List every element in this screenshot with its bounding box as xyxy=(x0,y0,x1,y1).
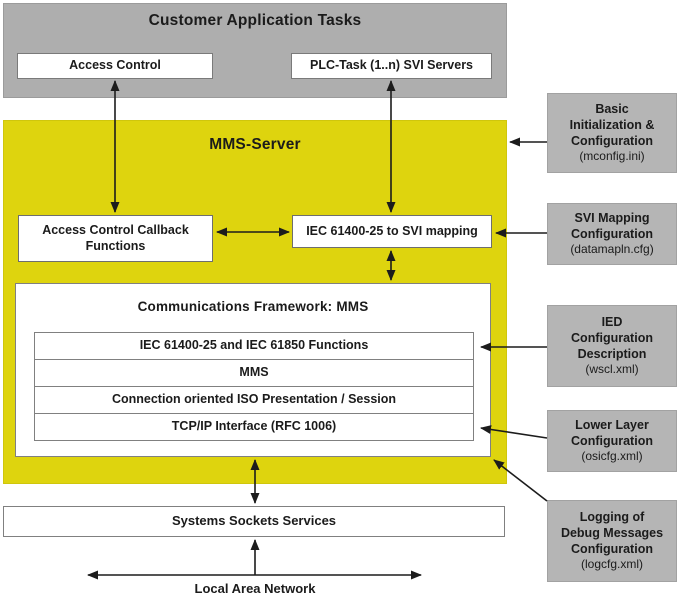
config-label-line: Configuration xyxy=(571,434,653,449)
config-filename: (wscl.xml) xyxy=(585,362,639,377)
config-filename: (osicfg.xml) xyxy=(581,449,643,464)
config-label-line: Description xyxy=(577,347,647,362)
layer-iso-presentation-session: Connection oriented ISO Presentation / S… xyxy=(35,387,473,414)
config-label-line: Lower Layer xyxy=(575,418,649,433)
mms-server-title: MMS-Server xyxy=(209,136,301,153)
config-box-ied-description: IED Configuration Description (wscl.xml) xyxy=(547,305,677,387)
protocol-stack: IEC 61400-25 and IEC 61850 Functions MMS… xyxy=(34,332,474,441)
config-label-line: Configuration xyxy=(571,227,653,242)
config-label-line: Configuration xyxy=(571,134,653,149)
customer-application-tasks-panel: Customer Application Tasks xyxy=(3,3,507,98)
config-label-line: Configuration xyxy=(571,542,653,557)
config-label-line: Debug Messages xyxy=(560,526,664,541)
config-label-line: IED xyxy=(601,315,623,330)
customer-application-tasks-title: Customer Application Tasks xyxy=(148,12,362,29)
config-filename: (logcfg.xml) xyxy=(580,557,643,572)
communications-framework-title: Communications Framework: MMS xyxy=(137,299,369,314)
config-box-basic-initialization: Basic Initialization & Configuration (mc… xyxy=(547,93,677,173)
config-label-line: Configuration xyxy=(571,331,653,346)
config-label-line: Initialization & xyxy=(569,118,655,133)
config-box-svi-mapping: SVI Mapping Configuration (datamapln.cfg… xyxy=(547,203,677,265)
config-label-line: Basic xyxy=(595,102,629,117)
config-box-lower-layer: Lower Layer Configuration (osicfg.xml) xyxy=(547,410,677,472)
layer-mms: MMS xyxy=(35,360,473,387)
config-filename: (mconfig.ini) xyxy=(579,149,645,164)
systems-sockets-services-box: Systems Sockets Services xyxy=(3,506,505,537)
access-control-callback-box: Access Control Callback Functions xyxy=(18,215,213,262)
iec-svi-mapping-box: IEC 61400-25 to SVI mapping xyxy=(292,215,492,248)
config-box-logging-debug: Logging of Debug Messages Configuration … xyxy=(547,500,677,582)
plc-task-svi-servers-box: PLC-Task (1..n) SVI Servers xyxy=(291,53,492,79)
config-label-line: Logging of xyxy=(579,510,645,525)
communications-framework-box: Communications Framework: MMS IEC 61400-… xyxy=(15,283,491,457)
local-area-network-label: Local Area Network xyxy=(194,581,316,596)
access-control-box: Access Control xyxy=(17,53,213,79)
layer-tcpip-interface: TCP/IP Interface (RFC 1006) xyxy=(171,419,337,433)
config-filename: (datamapln.cfg) xyxy=(570,242,654,257)
layer-iec-functions: IEC 61400-25 and IEC 61850 Functions xyxy=(35,333,473,360)
config-label-line: SVI Mapping xyxy=(574,211,650,226)
